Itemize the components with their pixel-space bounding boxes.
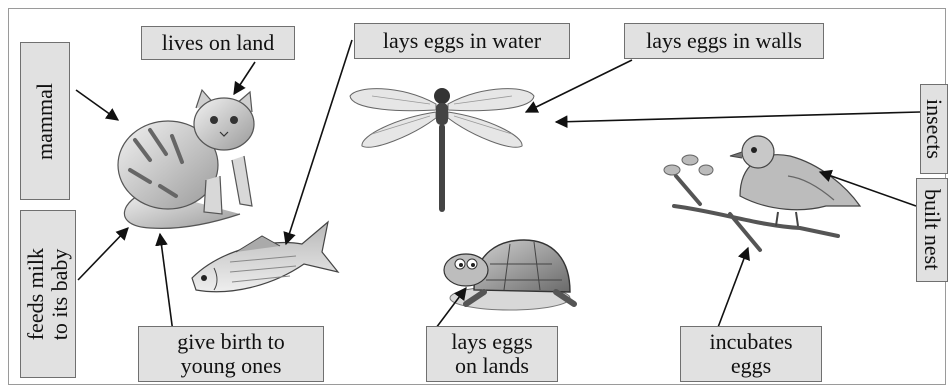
arrow-mammal <box>76 90 118 120</box>
label-insects: insects <box>920 84 948 174</box>
label-lives-on-land: lives on land <box>141 26 295 60</box>
label-built-nest-text: built nest <box>920 189 944 270</box>
arrow-give-birth <box>160 234 174 340</box>
dragonfly-image <box>350 88 534 212</box>
arrow-lays-eggs-walls <box>526 60 632 112</box>
label-mammal: mammal <box>20 42 70 200</box>
label-feeds-milk-line2: to its baby <box>48 248 72 340</box>
cat-image <box>118 90 254 228</box>
label-lays-eggs-water-text: lays eggs in water <box>383 29 541 53</box>
bird-image <box>664 136 860 250</box>
label-lays-eggs-lands: lays eggs on lands <box>426 326 558 382</box>
label-insects-text: insects <box>922 99 946 159</box>
arrow-insects <box>556 112 920 122</box>
label-give-birth: give birth to young ones <box>138 326 324 382</box>
arrow-lives-on-land <box>234 62 255 94</box>
label-lays-eggs-water: lays eggs in water <box>354 23 570 59</box>
label-lays-eggs-lands-line2: on lands <box>455 354 529 378</box>
arrow-lays-eggs-water <box>286 40 352 244</box>
turtle-image <box>444 240 574 310</box>
label-feeds-milk-textblock: feeds milk to its baby <box>24 248 72 340</box>
label-incubates-line1: incubates <box>709 330 792 354</box>
label-lays-eggs-walls: lays eggs in walls <box>624 23 824 59</box>
label-mammal-text: mammal <box>33 83 57 160</box>
label-give-birth-line1: give birth to <box>177 330 285 354</box>
label-incubates-line2: eggs <box>731 354 771 378</box>
label-lays-eggs-walls-text: lays eggs in walls <box>646 29 802 53</box>
fish-image <box>192 222 338 292</box>
label-feeds-milk: feeds milk to its baby <box>20 210 76 378</box>
arrow-feeds-milk <box>78 228 128 280</box>
label-lays-eggs-lands-line1: lays eggs <box>451 330 532 354</box>
label-give-birth-line2: young ones <box>181 354 282 378</box>
label-lives-on-land-text: lives on land <box>162 31 274 55</box>
label-incubates: incubates eggs <box>680 326 822 382</box>
arrow-incubates <box>717 248 748 330</box>
label-built-nest: built nest <box>916 178 948 282</box>
label-feeds-milk-line1: feeds milk <box>24 248 48 340</box>
